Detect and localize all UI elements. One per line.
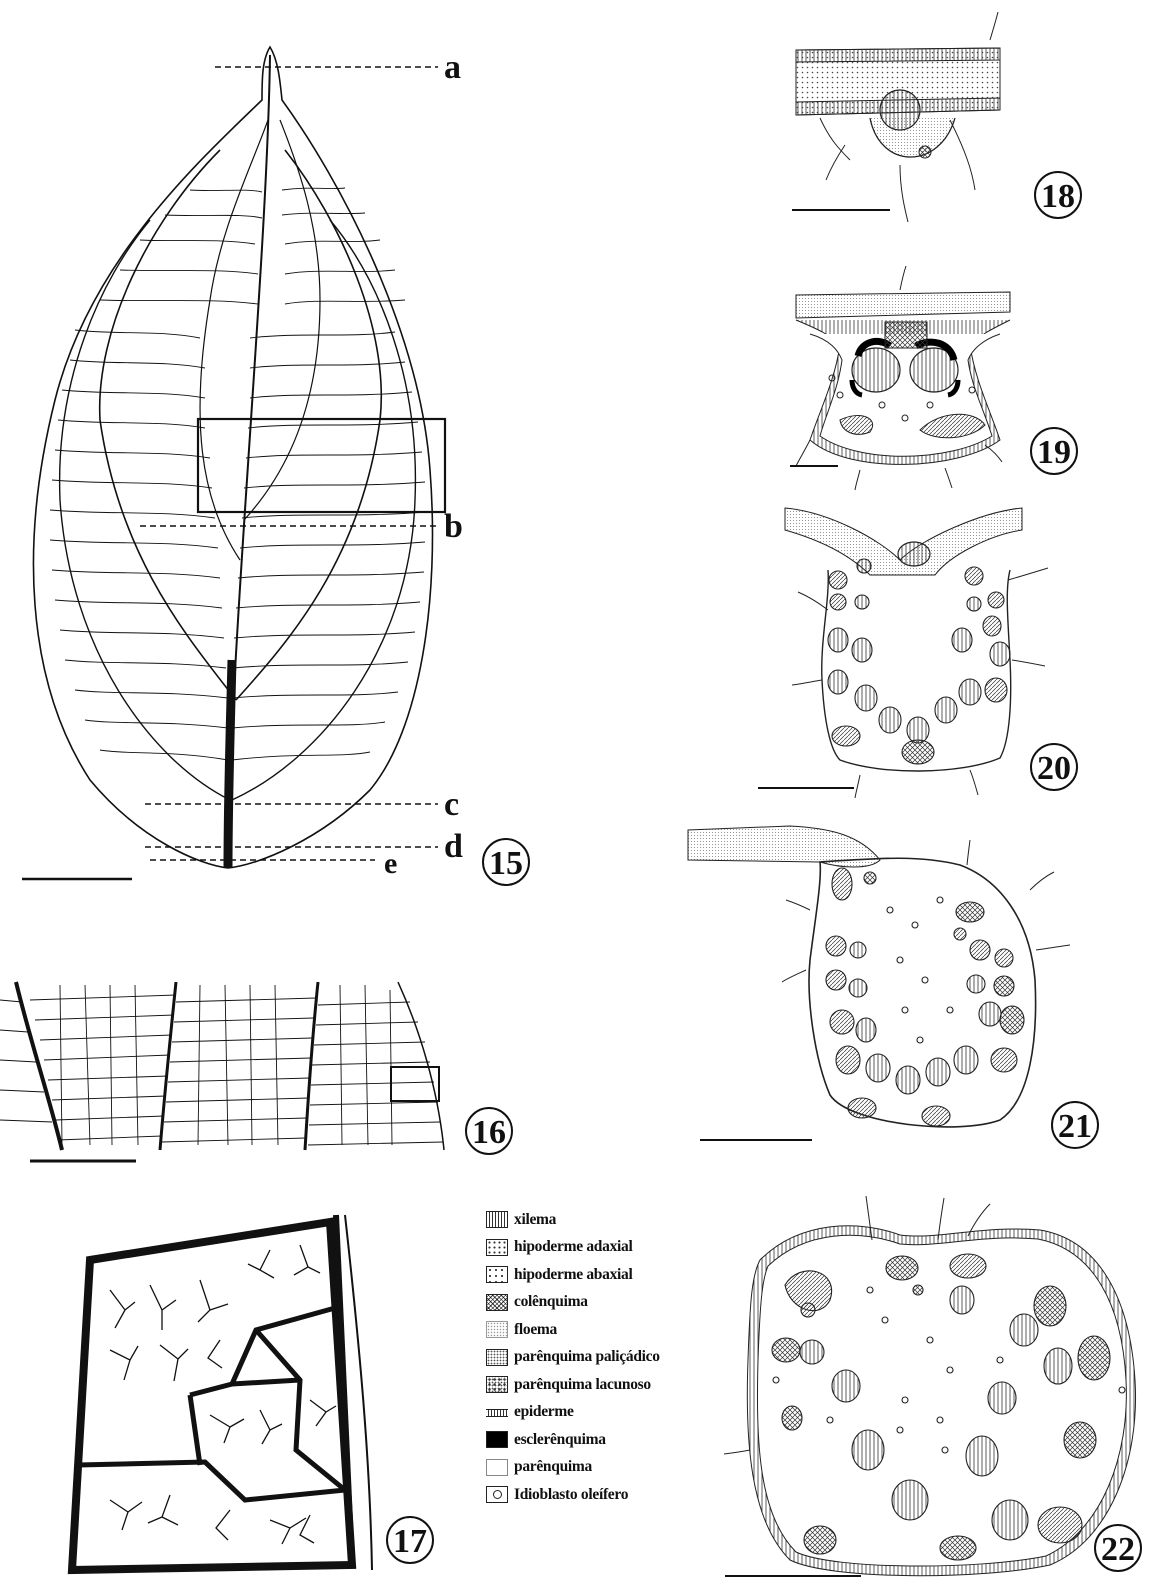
swatch-clustered-dots [486, 1376, 508, 1393]
legend-item-esclerenquima: esclerênquima [486, 1426, 746, 1454]
fig17-areole [72, 1215, 372, 1570]
legend-item-epiderme: epiderme [486, 1399, 746, 1427]
legend-item-parenquima-palicadico: parênquima paliçádico [486, 1344, 746, 1372]
legend-item-colenquima: colênquima [486, 1289, 746, 1317]
swatch-ladder [486, 1409, 508, 1417]
legend-item-hipoderme-abaxial: hipoderme abaxial [486, 1261, 746, 1289]
fig19-number: 19 [1037, 434, 1071, 471]
fig20-number: 20 [1037, 750, 1071, 787]
fig15-label-a: a [444, 49, 461, 86]
fig19-midrib-section [796, 266, 1010, 490]
tissue-legend: xilema hipoderme adaxial hipoderme abaxi… [486, 1206, 746, 1509]
swatch-vertical-lines [486, 1211, 508, 1228]
swatch-dots [486, 1266, 508, 1283]
swatch-dense-dots [486, 1349, 508, 1366]
swatch-cross-hatch [486, 1294, 508, 1311]
legend-item-hipoderme-adaxial: hipoderme adaxial [486, 1234, 746, 1262]
fig15-inset-box [198, 419, 445, 512]
swatch-solid-black [486, 1431, 508, 1448]
legend-item-parenquima-lacunoso: parênquima lacunoso [486, 1371, 746, 1399]
legend-item-xilema: xilema [486, 1206, 746, 1234]
fig22-number: 22 [1101, 1531, 1135, 1568]
fig15-label-e: e [384, 847, 397, 880]
fig16-number: 16 [472, 1114, 506, 1151]
fig15-number: 15 [489, 845, 523, 882]
fig15-label-d: d [444, 828, 463, 865]
fig16-venation-detail [0, 982, 444, 1150]
fig20-midrib-section [785, 508, 1048, 798]
swatch-circle [486, 1486, 508, 1503]
swatch-fine-dots [486, 1321, 508, 1338]
fig16-inset-box [391, 1067, 439, 1101]
swatch-empty [486, 1459, 508, 1476]
legend-item-idioblasto-oleifero: Idioblasto oleífero [486, 1481, 746, 1509]
fig22-petiole-section [724, 1196, 1136, 1576]
fig15-section-lines [140, 67, 438, 860]
fig15-leaf-venation [33, 47, 445, 868]
fig15-label-c: c [444, 786, 459, 823]
legend-item-parenquima: parênquima [486, 1454, 746, 1482]
fig17-number: 17 [393, 1523, 427, 1560]
fig21-number: 21 [1058, 1108, 1092, 1145]
fig15-label-b: b [444, 508, 463, 545]
fig18-lamina-section [796, 12, 1000, 222]
circle-icon [493, 1490, 502, 1499]
legend-item-floema: floema [486, 1316, 746, 1344]
fig21-midrib-section [688, 826, 1070, 1127]
fig18-number: 18 [1041, 178, 1075, 215]
swatch-sparse-dots [486, 1239, 508, 1256]
